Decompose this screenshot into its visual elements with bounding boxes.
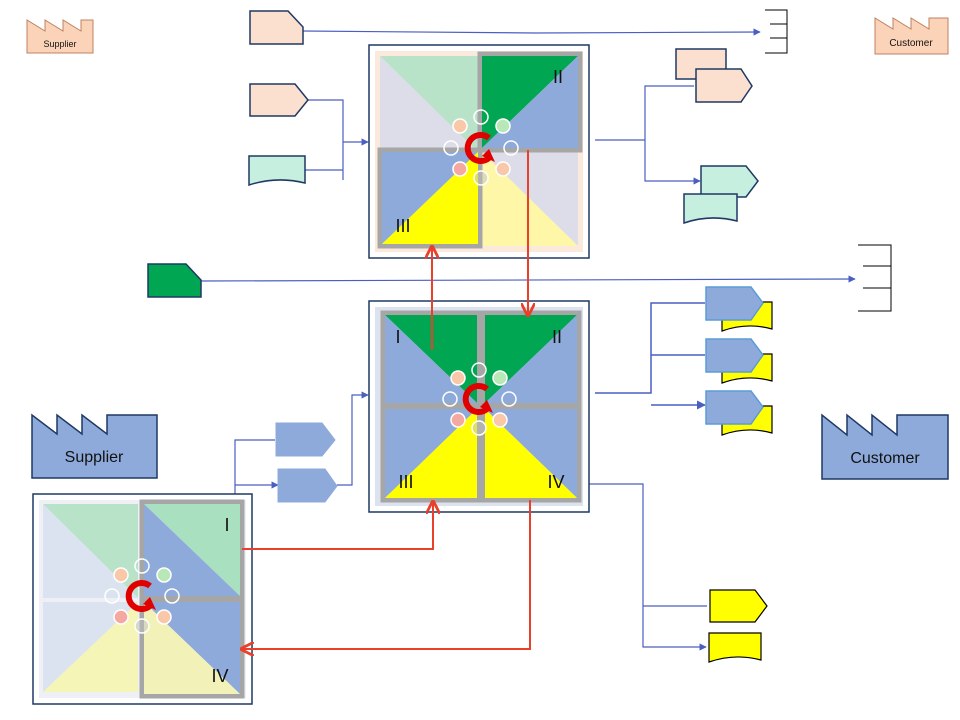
cycle-symbol-top	[443, 109, 519, 186]
mint-wave-doc	[248, 155, 306, 187]
blue-yellow-doc-stack-3	[705, 390, 773, 436]
blue-flow-lines	[200, 28, 856, 647]
yellow-output-docs	[708, 589, 768, 663]
peach-tag-doc	[249, 83, 309, 117]
top-matrix: II III	[368, 44, 590, 259]
bottom-matrix: I IV	[32, 493, 253, 705]
supplier-large-label: Supplier	[65, 449, 124, 466]
yellow-tag-doc	[709, 589, 768, 623]
supplier-small-factory: Supplier	[26, 19, 94, 54]
top-matrix-label-q2: II	[553, 67, 563, 87]
top-input-docs	[248, 10, 309, 187]
green-doc	[147, 263, 202, 298]
blue-tag-doc-1	[275, 422, 336, 457]
cycle-arrow-icon	[462, 383, 489, 415]
flow-blue-docs-to-middle-matrix	[337, 391, 369, 486]
blue-tag-doc-2	[277, 468, 338, 503]
customer-inbox-middle	[858, 244, 892, 312]
middle-matrix-label-q3: III	[398, 472, 413, 492]
customer-inbox-top	[765, 9, 788, 54]
red-arrow-mid-q4-to-bottom-q4	[243, 500, 531, 649]
mint-wave-doc-out	[683, 193, 738, 225]
flow-bottom-matrix-to-blue-docs	[234, 439, 278, 500]
peach-doc-top	[249, 10, 304, 45]
red-feedback-arrows	[242, 150, 530, 649]
blue-yellow-doc-stack-2	[705, 338, 773, 384]
flow-top-doc-to-customer	[302, 28, 761, 36]
flow-top-inputs-to-top-matrix	[305, 99, 368, 180]
middle-matrix-label-q2: II	[552, 327, 562, 347]
customer-small-factory: Customer	[874, 17, 949, 55]
flow-quadrant-iv-to-yellow-docs	[575, 483, 707, 647]
bottom-matrix-label-q4: IV	[211, 666, 228, 686]
supplier-small-label: Supplier	[43, 39, 76, 49]
yellow-wave-doc	[708, 632, 762, 663]
blue-yellow-doc-stack-1	[705, 286, 773, 332]
flow-middle-matrix-to-blue-docs	[595, 302, 705, 405]
cycle-symbol-bottom	[104, 558, 180, 634]
middle-matrix: I II III IV	[368, 300, 590, 513]
cycle-symbol-middle	[442, 362, 517, 436]
top-output-docs	[675, 48, 759, 225]
peach-tag-doc-out	[695, 68, 753, 103]
cycle-arrow-icon	[464, 132, 491, 164]
bottom-matrix-label-q1: I	[224, 515, 229, 535]
mint-tag-doc-out	[700, 165, 759, 198]
blue-docs-left	[275, 422, 338, 503]
flow-top-matrix-to-outputs	[595, 85, 700, 181]
customer-large-label: Customer	[850, 450, 920, 467]
middle-matrix-label-q1: I	[395, 327, 400, 347]
customer-small-label: Customer	[889, 38, 933, 49]
supplier-large-factory: Supplier	[31, 413, 158, 479]
middle-matrix-label-q4: IV	[547, 472, 564, 492]
cycle-arrow-icon	[125, 580, 152, 612]
red-arrow-bottom-q1-to-mid-q3	[242, 503, 433, 550]
top-matrix-label-q3: III	[395, 216, 410, 236]
customer-large-factory: Customer	[821, 413, 949, 480]
